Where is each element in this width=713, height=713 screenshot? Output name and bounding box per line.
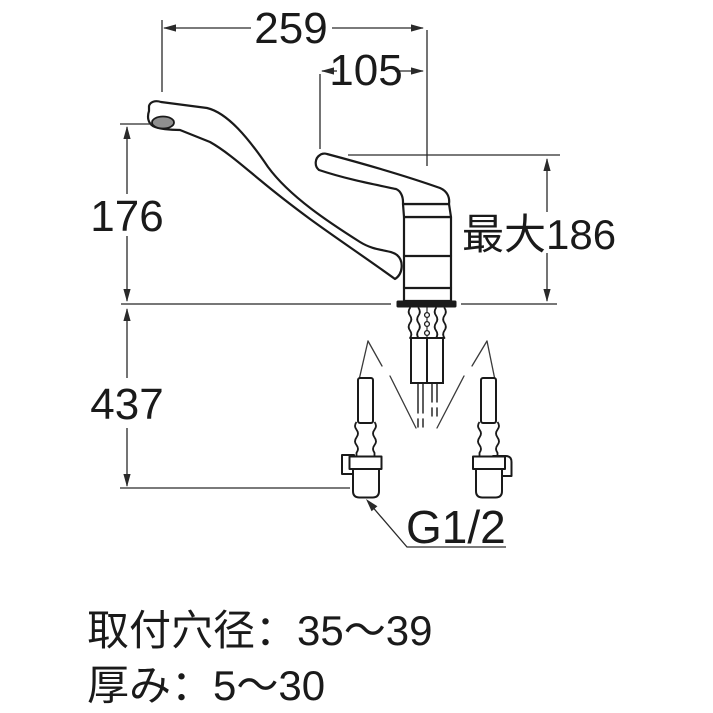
hose-end-left [341, 377, 383, 499]
note-mounting-hole: 取付穴径：35～39 [87, 607, 432, 654]
g12-leader [366, 499, 506, 548]
hose-end-right-nut [472, 455, 506, 470]
hose-tubes [417, 382, 438, 428]
dimension-max186 [348, 154, 560, 302]
hose-end-left-nut [348, 455, 383, 470]
center-line-dot [423, 329, 431, 337]
hose-end-left-corrugation [354, 421, 359, 456]
hose-end-right-corrugation [477, 421, 482, 456]
arrow-right [411, 24, 424, 32]
arrow-left [321, 67, 334, 75]
dim-label-max-height: 最大186 [462, 211, 616, 258]
supply-shank-group [407, 306, 447, 428]
spout-aerator [151, 115, 175, 130]
dim-label-thread: G1/2 [406, 501, 506, 553]
faucet-cap [401, 202, 453, 219]
shank-thread-left [407, 307, 413, 339]
arrow-down [543, 289, 551, 302]
faucet-body-group [146, 100, 453, 303]
faucet-lever-handle [314, 152, 451, 206]
arrow-left [163, 24, 176, 32]
leader-arrow [366, 499, 378, 512]
hose-end-left-outlet [352, 468, 380, 499]
leader-line [369, 503, 506, 548]
hose-connector-left [410, 337, 428, 384]
hose-break-lines [358, 340, 496, 429]
center-line-dot [423, 320, 431, 328]
dimension-105 [319, 67, 424, 149]
hose-connector-right [426, 337, 444, 384]
note-deck-thickness: 厚み：5～30 [87, 662, 325, 709]
dimension-176 [120, 123, 152, 302]
dim-label-below-counter: 437 [90, 380, 163, 429]
center-line-dot [423, 311, 431, 319]
dim-label-spout-reach: 259 [254, 4, 327, 53]
hose-end-left-tube [357, 377, 374, 424]
shank-thread-right [442, 307, 447, 339]
arrow-down [123, 289, 131, 302]
arrow-up [543, 158, 551, 171]
hose-end-right-outlet [475, 468, 503, 499]
dim-label-spout-height: 176 [90, 192, 163, 241]
dim-label-handle-offset: 105 [329, 46, 402, 95]
arrow-down [123, 474, 131, 487]
dimension-437 [120, 308, 350, 489]
hose-end-right-corrugation [495, 421, 500, 456]
hose-end-left-corrugation [372, 421, 377, 456]
hose-end-right-tube [480, 377, 497, 424]
arrow-up [123, 308, 131, 321]
arrow-right [411, 67, 424, 75]
base-flange [396, 300, 457, 308]
shank-thread-right-inner [433, 307, 439, 339]
arrow-up [123, 126, 131, 139]
faucet-spout [146, 100, 403, 281]
dimension-259 [161, 20, 428, 166]
shank-thread-left-inner [416, 307, 421, 339]
hose-end-right [472, 377, 513, 499]
